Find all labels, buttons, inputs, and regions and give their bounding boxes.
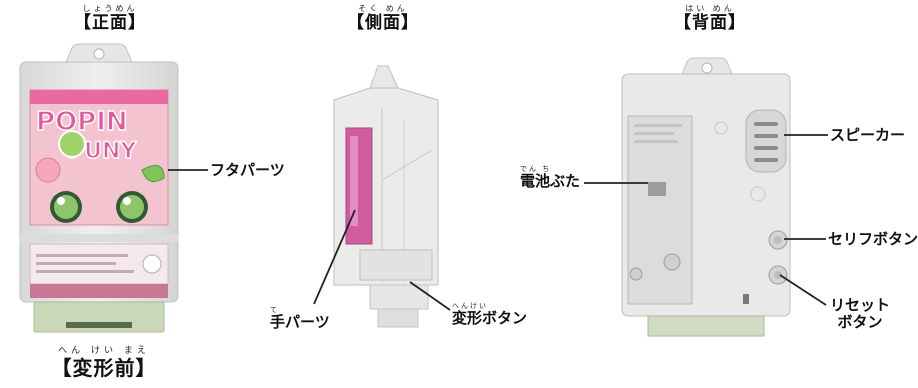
before-transform-ruby: へん けい まえ: [58, 346, 150, 356]
back-view-title: はい めん 【背面】: [650, 4, 770, 33]
front-view-label: 【正面】: [74, 13, 146, 33]
reset-button-label: リセット ボタン: [830, 297, 890, 331]
before-transform-label: 【変形前】: [51, 356, 157, 380]
side-view-ruby: そく めん: [358, 4, 408, 13]
front-logo-line2: PUNY: [68, 139, 137, 164]
hand-parts-ruby: て: [270, 306, 279, 314]
hand-parts-label: て 手パーツ: [270, 306, 330, 331]
back-device-image: [621, 57, 791, 337]
transform-button-label: へんけい 変形ボタン: [452, 302, 528, 327]
side-device-image: [333, 65, 439, 328]
battery-cover-label: でん ち 電池ぶた: [520, 165, 581, 190]
back-view-ruby: はい めん: [685, 4, 735, 13]
back-view-label: 【背面】: [674, 13, 746, 33]
front-logo-line1: POPIN: [36, 107, 128, 137]
battery-cover-ruby: でん ち: [520, 165, 552, 173]
front-view-title: しょうめん 【正面】: [50, 4, 170, 33]
front-view-ruby: しょうめん: [82, 4, 138, 13]
front-device-image: POPIN PUNY: [19, 43, 179, 333]
side-view-title: そく めん 【側面】: [323, 4, 443, 33]
reset-button-line1: リセット: [830, 296, 891, 314]
before-transform-title: へん けい まえ 【変形前】: [34, 346, 174, 380]
side-view-label: 【側面】: [347, 13, 419, 33]
speaker-label: スピーカー: [830, 126, 906, 144]
lid-parts-label: フタパーツ: [210, 161, 285, 179]
transform-button-ruby: へんけい: [452, 302, 488, 310]
serif-button-label: セリフボタン: [828, 230, 918, 248]
reset-button-line2: ボタン: [837, 313, 883, 331]
